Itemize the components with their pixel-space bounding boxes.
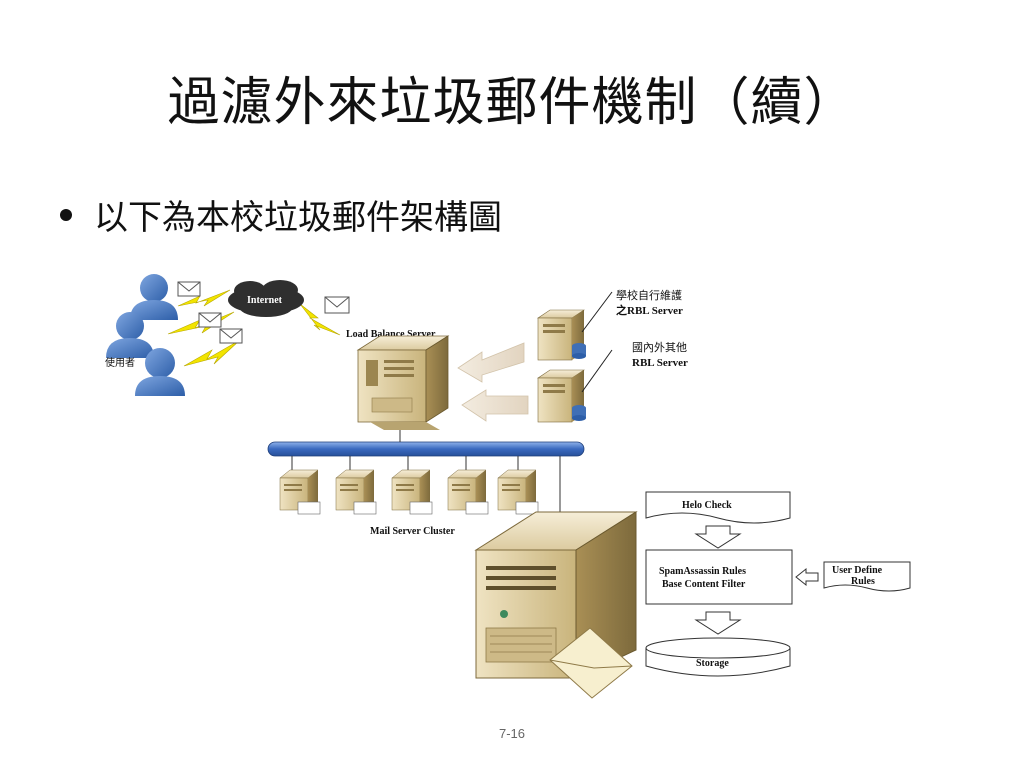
down-arrow-icon <box>694 611 742 635</box>
spam-filter-box <box>645 549 793 605</box>
mail-envelope-icon <box>549 627 633 699</box>
user-define-line1: User Define <box>832 565 883 576</box>
mail-server-cluster <box>279 469 539 515</box>
bullet-text: 以下為本校垃圾郵件架構圖 <box>94 198 502 238</box>
envelope-icon <box>177 281 350 344</box>
cluster-server-icon <box>335 469 377 515</box>
slide-title: 過濾外來垃圾郵件機制（續） <box>167 73 857 133</box>
bullet-item: 以下為本校垃圾郵件架構圖 <box>60 190 502 239</box>
bullet-dot <box>60 208 72 221</box>
user-define-rules-box <box>823 561 911 592</box>
cluster-label: Mail Server Cluster <box>370 526 455 537</box>
page-number: 7-16 <box>498 726 526 741</box>
cluster-server-icon <box>279 469 321 515</box>
rbl-other-label-line2: RBL Server <box>632 357 688 369</box>
user-icon-group <box>106 274 185 396</box>
user-icon <box>130 274 178 320</box>
rbl-other-label-line1: 國內外其他 <box>632 341 687 354</box>
storage-icon <box>645 637 791 677</box>
down-arrow-icon <box>694 525 742 549</box>
rbl-server-other-icon <box>537 369 586 423</box>
helo-check-label: Helo Check <box>682 500 732 511</box>
load-balance-server-icon <box>356 335 450 430</box>
left-arrow-icon <box>795 567 819 587</box>
cluster-server-icon <box>497 469 539 515</box>
storage-label: Storage <box>696 658 729 669</box>
helo-check-box <box>645 491 791 524</box>
users-label: 使用者 <box>105 356 135 369</box>
internet-label: Internet <box>247 295 283 306</box>
rbl-arrow-icon <box>457 342 529 422</box>
cluster-server-icon <box>447 469 489 515</box>
user-define-line2: Rules <box>851 576 875 587</box>
network-bus <box>267 441 585 457</box>
rbl-server-school-icon <box>537 309 586 361</box>
cluster-server-icon <box>391 469 433 515</box>
internet-cloud-icon <box>228 280 304 317</box>
bus-connectors <box>291 456 561 520</box>
user-icon <box>106 312 154 358</box>
load-balance-label: Load Balance Server <box>346 329 436 340</box>
user-icon <box>135 348 185 396</box>
spam-rules-line2: Base Content Filter <box>662 579 746 590</box>
rbl-school-label-line2: 之RBL Server <box>616 303 683 317</box>
rbl-school-label-line1: 學校自行維護 <box>616 288 682 302</box>
spam-rules-line1: SpamAssassin Rules <box>659 566 746 577</box>
